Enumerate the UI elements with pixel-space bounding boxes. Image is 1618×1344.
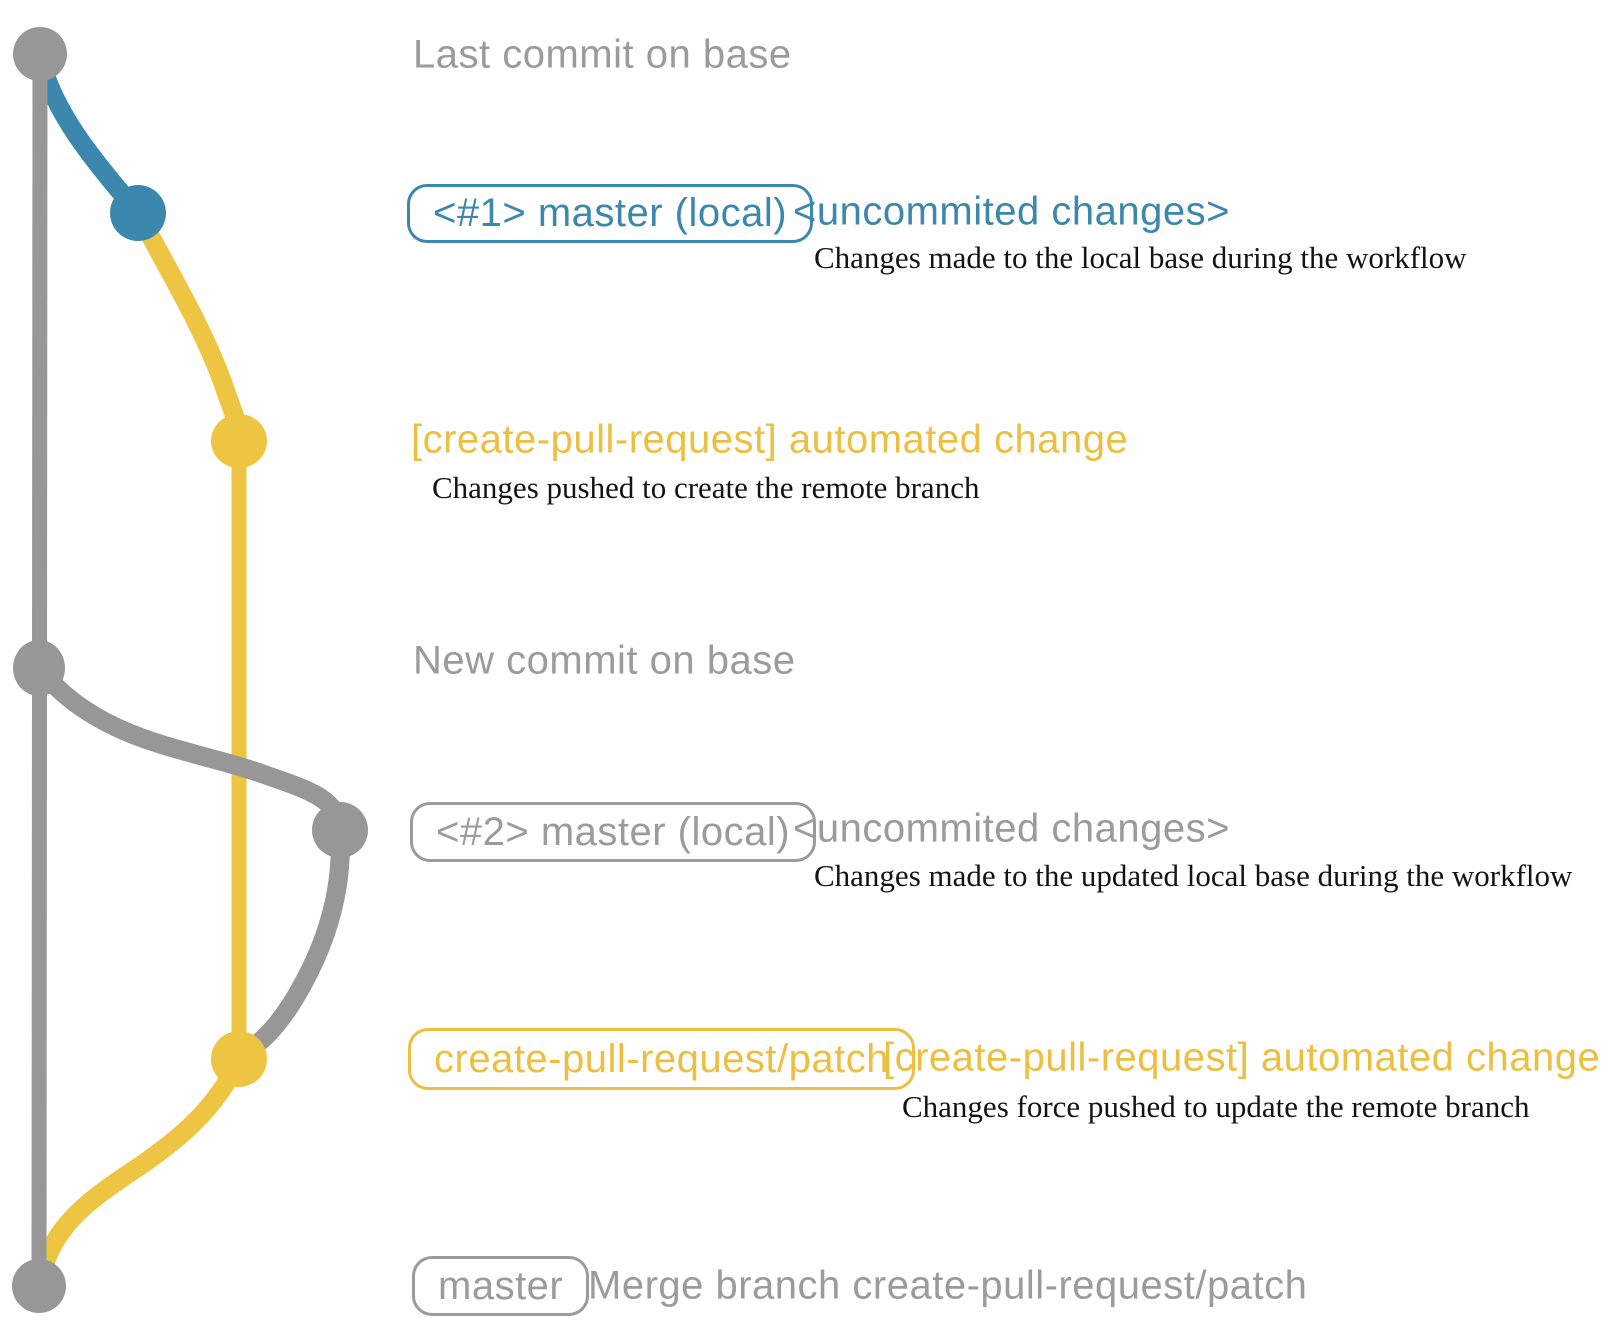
label-uncommited-changes-2: <uncommited changes>: [793, 806, 1230, 851]
commit-dot-local-2: [312, 802, 368, 858]
rebase-force-push-curve: [29, 658, 350, 1061]
badge-master-local-2-text: <#2> master (local): [436, 809, 791, 854]
desc-force-push-remote: Changes force pushed to update the remot…: [902, 1089, 1530, 1124]
desc-local-changes-1: Changes made to the local base during th…: [814, 240, 1467, 275]
badge-master: master: [412, 1256, 590, 1316]
label-merge-branch: Merge branch create-pull-request/patch: [588, 1263, 1308, 1308]
badge-master-local-1: <#1> master (local): [407, 184, 814, 243]
commit-dot-new-base: [13, 640, 65, 696]
desc-local-changes-2: Changes made to the updated local base d…: [814, 858, 1573, 893]
badge-master-local-1-text: <#1> master (local): [433, 191, 788, 235]
commit-dot-last-base: [13, 27, 67, 81]
commit-dot-local-1: [110, 185, 166, 241]
commit-dot-patch-push: [211, 414, 267, 468]
desc-push-create-remote: Changes pushed to create the remote bran…: [432, 470, 980, 505]
label-automated-change-2: [create-pull-request] automated change: [883, 1035, 1601, 1080]
badge-master-local-2: <#2> master (local): [410, 802, 817, 862]
label-uncommited-changes-1: <uncommited changes>: [793, 189, 1230, 234]
badge-patch-branch-text: create-pull-request/patch: [434, 1036, 889, 1081]
badge-master-text: master: [438, 1263, 564, 1308]
patch-branch-create-curve: [128, 203, 249, 451]
label-last-commit-on-base: Last commit on base: [413, 32, 792, 77]
label-new-commit-on-base: New commit on base: [413, 638, 796, 683]
label-automated-change-1: [create-pull-request] automated change: [411, 417, 1129, 462]
badge-patch-branch: create-pull-request/patch: [408, 1028, 915, 1090]
patch-merge-curve: [30, 1049, 249, 1294]
commit-dot-patch-force-push: [211, 1031, 267, 1087]
commit-dot-merge: [12, 1259, 66, 1313]
